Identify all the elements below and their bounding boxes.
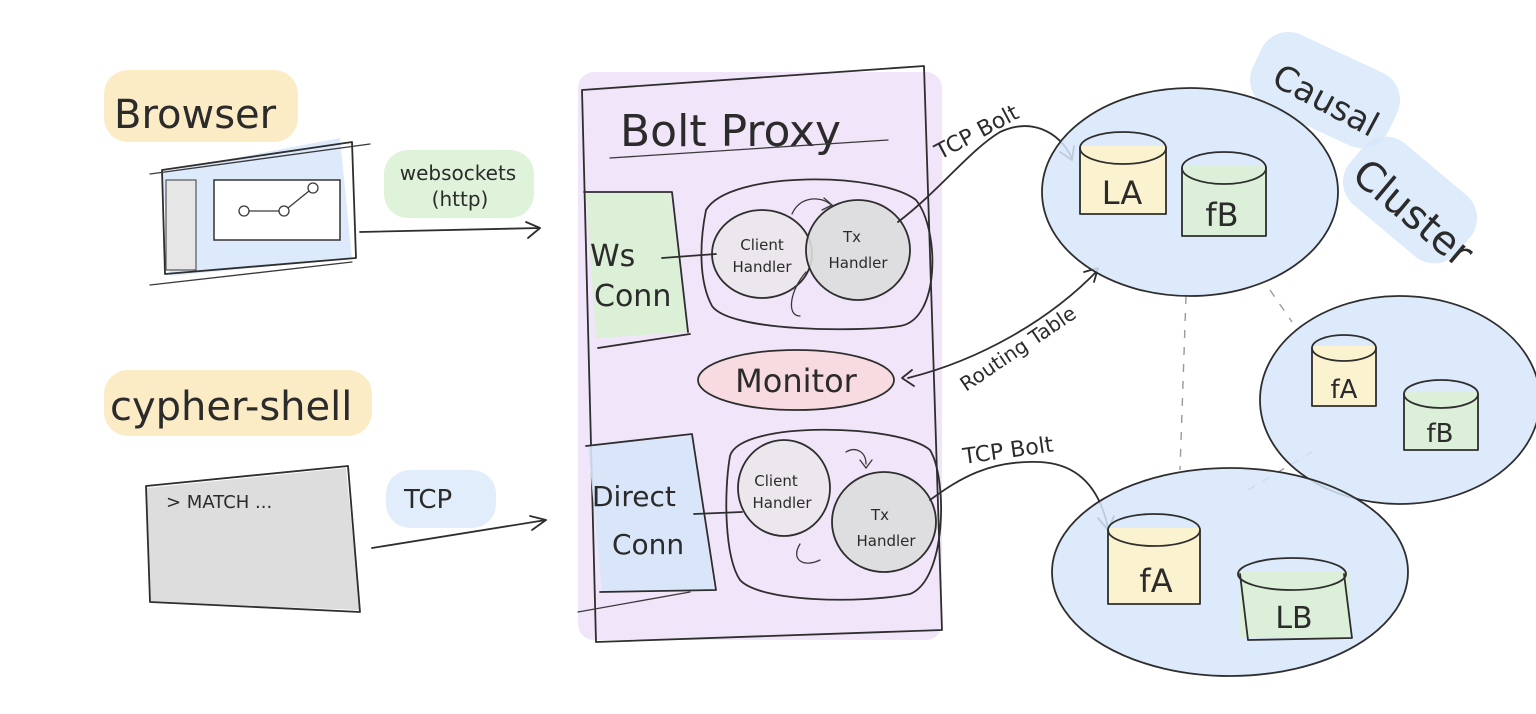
http-label: (http) [432,187,489,211]
bolt-proxy: Bolt Proxy Ws Conn Client Handler Tx Han… [577,65,943,643]
ws-conn-label-2: Conn [594,279,671,314]
bottom-client-handler-label-1: Client [754,472,798,490]
ws-conn-label-1: Ws [590,239,635,274]
db-fb-top-label: fB [1205,196,1238,234]
database-la: LA [1079,131,1167,215]
top-tx-handler-label-1: Tx [842,228,861,246]
shell-tcp-arrow [371,519,547,549]
browser-label: Browser [114,92,277,138]
monitor-label: Monitor [735,362,857,400]
browser-websocket-arrowhead [525,221,541,239]
bolt-proxy-title: Bolt Proxy [620,106,841,157]
top-tcp-bolt-label: TCP Bolt [930,100,1023,165]
browser-group: Browser websockets (http) [114,92,541,286]
top-tcp-bolt-arrow [897,125,1073,223]
terminal-window: > MATCH ... [145,465,361,613]
routing-table-label: Routing Table [955,301,1080,396]
browser-window [149,138,371,286]
causal-cluster: Causal Cluster LA fB [1041,57,1536,677]
bottom-client-handler-label-2: Handler [752,494,812,512]
terminal-command: > MATCH ... [166,492,272,513]
cluster-instance-right: fA fB [1259,295,1536,505]
cypher-shell-group: cypher-shell > MATCH ... TCP [110,384,547,613]
direct-conn-box: Direct Conn [585,433,717,593]
top-client-handler-label-2: Handler [732,258,792,276]
bottom-tx-handler-label-1: Tx [870,506,889,524]
direct-conn-label-1: Direct [592,480,676,513]
database-fa-right: fA [1311,334,1377,407]
ws-to-client-link [661,253,717,259]
cluster-instance-bottom: fA LB [1051,467,1409,677]
top-handler-group: Client Handler Tx Handler [700,178,934,331]
routing-table-arrow [907,269,1099,379]
db-fa-right-label: fA [1331,375,1358,405]
bottom-tcp-bolt-arrow [929,461,1109,529]
db-la-label: LA [1102,174,1143,212]
direct-conn-label-2: Conn [612,528,684,561]
top-client-handler-label-1: Client [740,236,784,254]
db-fb-right-label: fB [1427,419,1454,449]
db-lb-label: LB [1275,601,1312,636]
bottom-tx-handler-label-2: Handler [856,532,916,550]
browser-websocket-arrow [359,227,541,233]
tcp-label: TCP [403,485,452,515]
cypher-shell-label: cypher-shell [110,384,352,430]
database-fb-top: fB [1181,151,1267,237]
database-fa-bottom: fA [1107,513,1201,605]
shell-tcp-arrowhead [529,515,547,531]
direct-to-client-link [693,511,743,515]
top-tx-handler-label-2: Handler [828,254,888,272]
cluster-instance-top: LA fB [1041,87,1339,297]
websockets-label: websockets [400,161,516,185]
database-fb-right: fB [1403,379,1479,451]
ws-conn-box: Ws Conn [583,191,691,349]
db-fa-bottom-label: fA [1139,562,1172,600]
monitor-node: Monitor [697,349,895,411]
bottom-handler-group: Client Handler Tx Handler [725,428,942,601]
database-lb: LB [1237,557,1353,641]
